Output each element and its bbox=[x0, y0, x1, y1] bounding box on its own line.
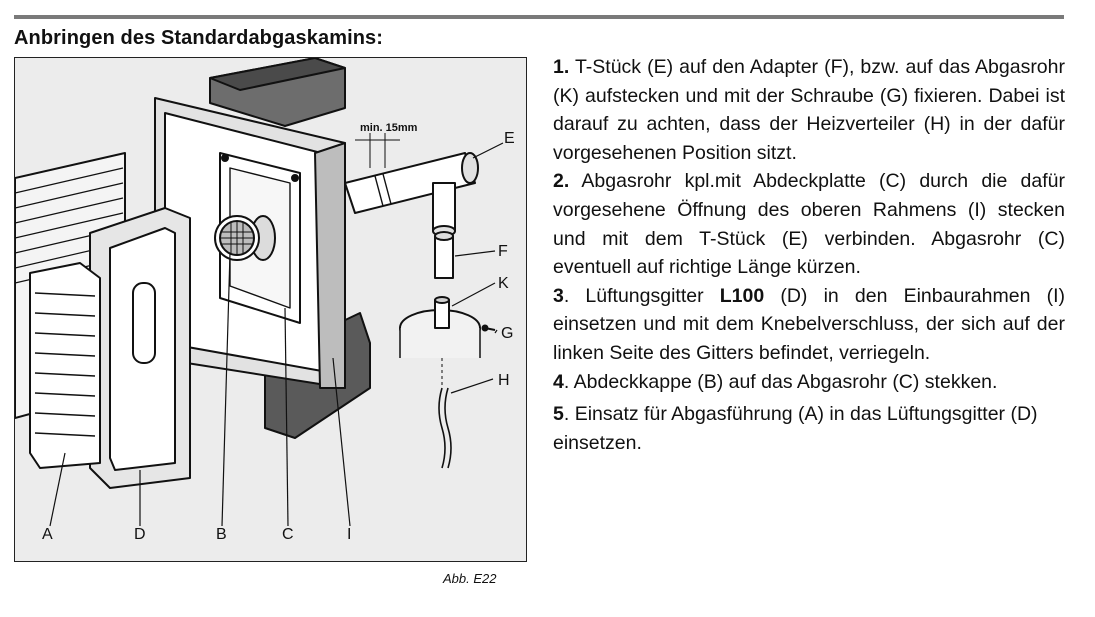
step-text: (D) in den Einbaurahmen (I) einsetzen un… bbox=[553, 284, 1065, 364]
step-text: Abgasrohr kpl.mit Abdeckplatte (C) durch… bbox=[553, 170, 1065, 279]
label-A: A bbox=[42, 526, 53, 543]
step-number: 4 bbox=[553, 370, 564, 393]
step-item: 3. Lüftungsgitter L100 (D) in den Einbau… bbox=[553, 282, 1065, 368]
label-K: K bbox=[498, 275, 509, 292]
exhaust-pipe bbox=[344, 152, 479, 237]
step-text: . Lüftungsgitter bbox=[563, 284, 720, 307]
figure-caption: Abb. E22 bbox=[443, 571, 497, 586]
leader-lines bbox=[49, 142, 504, 527]
exploded-view-drawing: min. 15mm A D B C I E F K G H bbox=[15, 58, 515, 543]
label-B: B bbox=[216, 526, 227, 543]
step-text: . Einsatz für Abgasführung (A) in das Lü… bbox=[553, 403, 1038, 454]
step-text: T-Stück (E) auf den Adapter (F), bzw. au… bbox=[553, 56, 1065, 164]
heat-distributor-H bbox=[438, 358, 452, 469]
step-number: 5 bbox=[553, 403, 564, 426]
label-G: G bbox=[501, 325, 513, 342]
top-block bbox=[209, 58, 346, 127]
step-number: 3 bbox=[553, 284, 564, 307]
adapter-F bbox=[434, 231, 454, 279]
installation-figure: min. 15mm A D B C I E F K G H bbox=[14, 57, 527, 562]
top-rule bbox=[14, 15, 1064, 19]
label-C: C bbox=[282, 526, 294, 543]
step-item: 2. Abgasrohr kpl.mit Abdeckplatte (C) du… bbox=[553, 167, 1065, 281]
step-number: 1. bbox=[553, 56, 570, 78]
insert-A bbox=[29, 262, 101, 469]
product-code: L100 bbox=[719, 284, 765, 307]
step-text: . Abdeckkappe (B) auf das Abgasrohr (C) … bbox=[563, 370, 998, 393]
mounting-frame-I bbox=[154, 97, 346, 389]
dimension-label: min. 15mm bbox=[360, 122, 418, 134]
grille-frame-D bbox=[89, 207, 191, 489]
label-E: E bbox=[504, 130, 515, 147]
label-I: I bbox=[347, 526, 351, 543]
label-D: D bbox=[134, 526, 146, 543]
label-F: F bbox=[498, 243, 508, 260]
instruction-steps: 1. T-Stück (E) auf den Adapter (F), bzw.… bbox=[553, 53, 1065, 457]
step-item: 1. T-Stück (E) auf den Adapter (F), bzw.… bbox=[553, 53, 1065, 167]
step-item: 5. Einsatz für Abgasführung (A) in das L… bbox=[553, 400, 1065, 457]
screw-G bbox=[481, 324, 496, 332]
label-H: H bbox=[498, 372, 510, 389]
pipe-stub-K bbox=[399, 296, 481, 358]
section-heading: Anbringen des Standardabgaskamins: bbox=[14, 27, 384, 49]
step-number: 2. bbox=[553, 170, 570, 193]
cap-B bbox=[214, 215, 276, 261]
step-item: 4. Abdeckkappe (B) auf das Abgasrohr (C)… bbox=[553, 368, 1065, 397]
